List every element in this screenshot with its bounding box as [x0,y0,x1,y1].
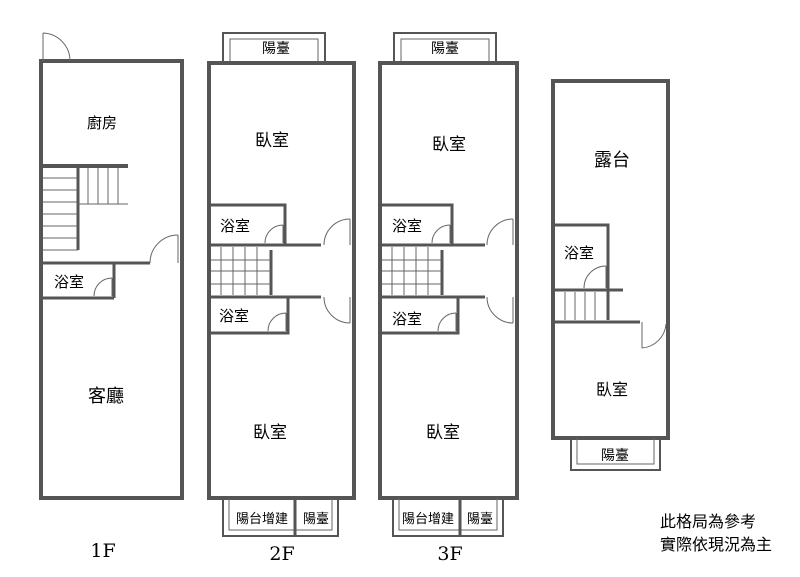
door-icon [641,322,667,349]
door-icon [149,234,179,264]
room-balcony-extension: 陽台增建 [236,512,288,527]
room-living-room: 客廳 [88,386,124,407]
door-icon [486,218,514,246]
room-bedroom-rear: 臥室 [426,423,460,443]
door-icon [264,224,284,244]
room-bedroom-front: 臥室 [255,131,289,151]
stair-icon [553,288,623,320]
floor-3f: 陽臺 臥室 浴室 浴室 臥室 [378,32,519,565]
stair-icon [211,247,273,295]
balcony-top [222,32,326,61]
balcony-bottom [570,438,661,471]
room-balcony-top: 陽臺 [262,41,290,57]
door-icon [437,312,457,332]
door-icon [583,265,607,289]
room-balcony-extension: 陽台增建 [402,512,454,527]
door-icon [486,296,514,324]
door-icon [431,224,451,244]
room-bedroom-front: 臥室 [432,135,466,155]
balcony-extension [392,498,504,537]
room-bathroom-2: 浴室 [392,310,422,328]
room-bedroom-rear: 臥室 [253,423,287,443]
door-icon [93,277,113,297]
room-bathroom: 浴室 [564,244,594,262]
room-terrace: 露台 [594,150,630,171]
room-kitchen: 廚房 [87,114,117,132]
entry-door-icon [42,32,71,62]
room-bathroom-1: 浴室 [220,217,250,235]
door-icon [267,312,287,332]
room-balcony-bottom: 陽臺 [303,512,329,527]
floor-label-3f: 3F [437,543,462,565]
room-bedroom: 臥室 [596,380,628,399]
disclaimer-line-1: 此格局為參考 [660,512,757,531]
stair-icon [41,164,128,251]
floor-label-2f: 2F [269,543,294,565]
room-balcony: 陽臺 [601,448,629,464]
disclaimer-line-2: 實際依現況為主 [660,535,773,554]
room-balcony-top: 陽臺 [431,41,459,57]
door-icon [323,296,351,324]
room-bathroom-2: 浴室 [219,307,249,325]
room-bathroom-1: 浴室 [392,217,422,235]
balcony-top [393,32,497,61]
stair-icon [382,247,444,295]
room-balcony-bottom: 陽臺 [467,512,493,527]
floor-roof: 露台 浴室 臥室 陽臺 [551,79,670,471]
floor-label-1f: 1F [90,540,115,562]
room-bathroom: 浴室 [54,273,84,291]
balcony-extension [222,498,339,537]
floor-1f: 廚房 浴室 客廳 1F [39,32,184,562]
floor-2f: 陽臺 臥室 浴室 浴室 臥室 [207,32,356,565]
disclaimer-note: 此格局為參考 實際依現況為主 [660,510,800,556]
door-icon [323,218,351,246]
